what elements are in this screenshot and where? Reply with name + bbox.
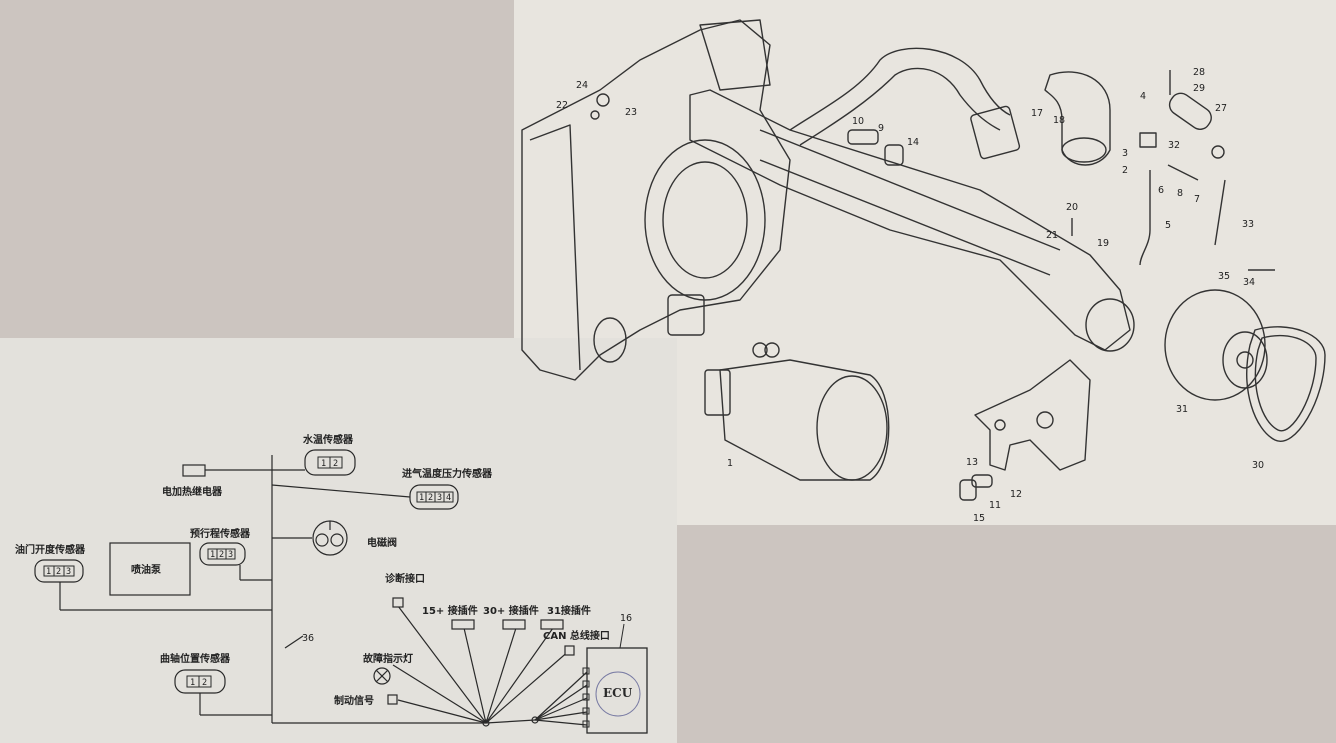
air-pipe: [789, 47, 1021, 160]
part-number-labels: 1 2 3 4 5 6 7 8 9 10 11 12 13 14 15 17 1…: [556, 67, 1264, 524]
part-label-2: 2: [1122, 165, 1128, 176]
part-label-7: 7: [1194, 194, 1200, 205]
part-label-24: 24: [576, 80, 588, 91]
connector-30: 30+ 接插件: [483, 604, 539, 630]
exploded-parts-view: [521, 19, 1326, 501]
part-label-3: 3: [1122, 148, 1128, 159]
water-temp-sensor-label: 水温传感器: [302, 433, 354, 446]
part-label-33: 33: [1242, 219, 1254, 230]
part-label-23: 23: [625, 107, 637, 118]
prestroke-sensor-label: 预行程传感器: [190, 527, 251, 540]
ecu-number: 16: [620, 613, 632, 624]
part-label-17: 17: [1031, 108, 1043, 119]
tensioner: [1168, 92, 1225, 159]
ecu: ECU 16: [582, 613, 648, 734]
part-label-28: 28: [1193, 67, 1205, 78]
injection-pump: 喷油泵: [109, 542, 191, 596]
solenoid-valve: 电磁阀: [312, 520, 397, 556]
connector-15: 15+ 接插件: [422, 604, 478, 630]
fault-indicator-lamp: 故障指示灯: [363, 652, 413, 685]
v-belt: [1246, 326, 1326, 442]
crank-sensor-label: 曲轴位置传感器: [160, 652, 231, 665]
junction-dot: [482, 719, 490, 727]
throttle-sensor-label: 油门开度传感器: [15, 543, 86, 556]
intake-temp-pressure-sensor: 1 2 3 4 进气温度压力传感器: [402, 467, 493, 510]
part-label-27: 27: [1215, 103, 1227, 114]
part-label-21: 21: [1046, 230, 1058, 241]
diagnostic-port: 诊断接口: [385, 572, 425, 608]
solenoid-valve-label: 电磁阀: [367, 536, 397, 549]
part-label-14: 14: [907, 137, 919, 148]
part-label-6: 6: [1158, 185, 1164, 196]
part-label-32: 32: [1168, 140, 1180, 151]
svg-text:2: 2: [219, 550, 224, 560]
svg-text:1: 1: [46, 567, 51, 577]
part-label-11: 11: [989, 500, 1001, 511]
brake-signal: 制动信号: [334, 694, 398, 707]
part-label-34: 34: [1243, 277, 1255, 288]
heater-relay-label: 电加热继电器: [162, 485, 223, 498]
wiring-diagram: [59, 455, 588, 726]
part-label-19: 19: [1097, 238, 1109, 249]
flywheel-housing: [521, 19, 791, 381]
svg-text:2: 2: [428, 493, 433, 503]
elbow-pipe: [1044, 71, 1111, 166]
bolts: [847, 70, 1275, 501]
conn-31-label: 31接插件: [547, 604, 591, 617]
water-temp-sensor: 1 2 水温传感器: [302, 433, 356, 476]
injection-pump-label: 喷油泵: [131, 563, 162, 576]
mounting-bracket: [974, 359, 1091, 471]
alternator: [1164, 289, 1268, 401]
can-port-label: CAN 总线接口: [543, 629, 610, 642]
svg-text:2: 2: [333, 459, 338, 469]
crankshaft-position-sensor: 1 2 曲轴位置传感器: [160, 652, 231, 694]
svg-text:2: 2: [202, 678, 207, 688]
conn-30-label: 30+ 接插件: [483, 604, 539, 617]
svg-text:3: 3: [66, 567, 71, 577]
svg-text:3: 3: [228, 550, 233, 560]
part-label-5: 5: [1165, 220, 1171, 231]
junction-dot: [531, 716, 539, 724]
brake-signal-label: 制动信号: [334, 694, 374, 707]
svg-text:2: 2: [56, 567, 61, 577]
ecu-label: ECU: [603, 686, 633, 700]
part-label-15: 15: [973, 513, 985, 524]
svg-text:1: 1: [419, 493, 424, 503]
intake-sensor-label: 进气温度压力传感器: [402, 467, 493, 480]
part-label-29: 29: [1193, 83, 1205, 94]
part-label-9: 9: [878, 123, 884, 134]
part-label-22: 22: [556, 100, 568, 111]
wire-number-label: 36: [302, 633, 314, 644]
starter-motor: [704, 342, 890, 481]
svg-text:1: 1: [210, 550, 215, 560]
diag-port-label: 诊断接口: [385, 572, 425, 585]
can-bus-port: CAN 总线接口: [543, 629, 610, 656]
prestroke-sensor: 1 2 3 预行程传感器: [190, 527, 251, 566]
part-label-35: 35: [1218, 271, 1230, 282]
ecu-hand-circle: [595, 671, 641, 717]
throttle-position-sensor: 1 2 3 油门开度传感器: [15, 543, 86, 583]
svg-text:3: 3: [437, 493, 442, 503]
part-label-1: 1: [727, 458, 733, 469]
part-label-13: 13: [966, 457, 978, 468]
part-label-20: 20: [1066, 202, 1078, 213]
support-beam: [689, 89, 1135, 352]
part-label-8: 8: [1177, 188, 1183, 199]
part-label-30: 30: [1252, 460, 1264, 471]
conn-15-label: 15+ 接插件: [422, 604, 478, 617]
svg-text:4: 4: [446, 493, 451, 503]
svg-text:1: 1: [321, 459, 326, 469]
part-label-18: 18: [1053, 115, 1065, 126]
part-label-12: 12: [1010, 489, 1022, 500]
part-label-4: 4: [1140, 91, 1146, 102]
fault-lamp-label: 故障指示灯: [363, 652, 413, 665]
heater-relay: 电加热继电器: [162, 464, 223, 498]
connector-31: 31接插件: [540, 604, 591, 630]
part-label-31: 31: [1176, 404, 1188, 415]
svg-text:1: 1: [190, 678, 195, 688]
part-label-10: 10: [852, 116, 864, 127]
